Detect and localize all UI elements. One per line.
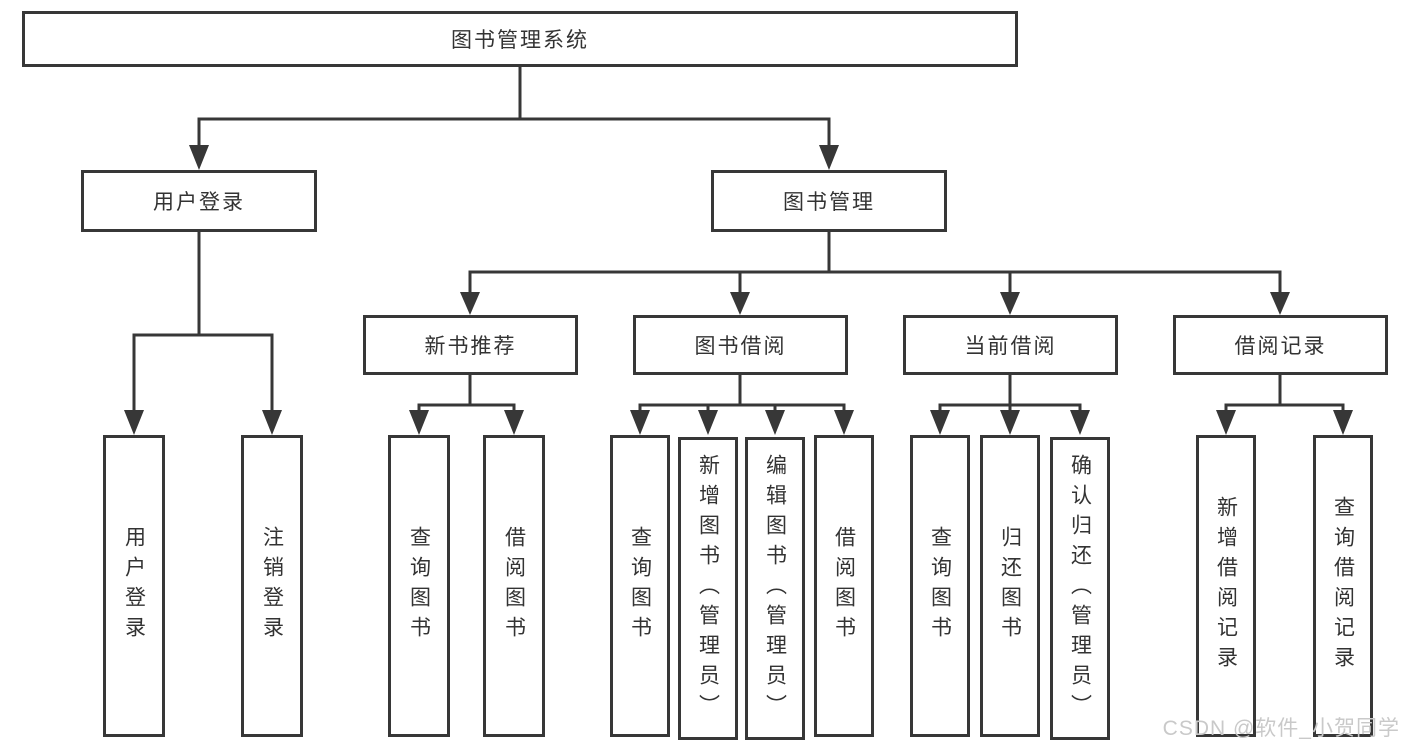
csdn-watermark: CSDN @软件_小贺同学 bbox=[1162, 717, 1400, 740]
arrow-down-icon bbox=[189, 145, 209, 170]
arrow-down-icon bbox=[1070, 410, 1090, 435]
arrow-down-icon bbox=[630, 410, 650, 435]
leaf-query-books-recommend: 查询图书 bbox=[388, 435, 450, 737]
node-current-borrow: 当前借阅 bbox=[903, 315, 1118, 375]
leaf-return-books: 归还图书 bbox=[980, 435, 1040, 737]
node-user-login: 用户登录 bbox=[81, 170, 317, 232]
leaf-add-books-admin: 新增图书（管理员） bbox=[678, 437, 738, 740]
leaf-logout: 注销登录 bbox=[241, 435, 303, 737]
arrow-down-icon bbox=[698, 410, 718, 435]
connector-root-split bbox=[189, 65, 839, 170]
arrow-down-icon bbox=[1270, 292, 1290, 315]
arrow-down-icon bbox=[765, 410, 785, 435]
leaf-add-borrow-record: 新增借阅记录 bbox=[1196, 435, 1256, 737]
leaf-query-books-current: 查询图书 bbox=[910, 435, 970, 737]
leaf-edit-books-admin: 编辑图书（管理员） bbox=[745, 437, 805, 740]
node-book-borrow: 图书借阅 bbox=[633, 315, 848, 375]
arrow-down-icon bbox=[409, 410, 429, 435]
node-book-management: 图书管理 bbox=[711, 170, 947, 232]
leaf-query-books-borrow: 查询图书 bbox=[610, 435, 670, 737]
connector-current-borrow-split bbox=[930, 373, 1090, 435]
arrow-down-icon bbox=[834, 410, 854, 435]
connector-borrow-records-split bbox=[1216, 373, 1353, 435]
arrow-down-icon bbox=[1216, 410, 1236, 435]
arrow-down-icon bbox=[124, 410, 144, 435]
connector-user-login-split bbox=[124, 230, 282, 435]
leaf-borrow-books-recommend: 借阅图书 bbox=[483, 435, 545, 737]
arrow-down-icon bbox=[1000, 410, 1020, 435]
arrow-down-icon bbox=[730, 292, 750, 315]
arrow-down-icon bbox=[930, 410, 950, 435]
node-library-system: 图书管理系统 bbox=[22, 11, 1018, 67]
arrow-down-icon bbox=[819, 145, 839, 170]
connector-new-book-split bbox=[409, 373, 524, 435]
arrow-down-icon bbox=[1333, 410, 1353, 435]
leaf-user-login: 用户登录 bbox=[103, 435, 165, 737]
node-new-book-recommend: 新书推荐 bbox=[363, 315, 578, 375]
node-borrow-records: 借阅记录 bbox=[1173, 315, 1388, 375]
arrow-down-icon bbox=[504, 410, 524, 435]
arrow-down-icon bbox=[262, 410, 282, 435]
connector-book-management-split bbox=[460, 230, 1290, 315]
leaf-borrow-books: 借阅图书 bbox=[814, 435, 874, 737]
arrow-down-icon bbox=[460, 292, 480, 315]
connector-book-borrow-split bbox=[630, 373, 854, 435]
arrow-down-icon bbox=[1000, 292, 1020, 315]
leaf-confirm-return-admin: 确认归还（管理员） bbox=[1050, 437, 1110, 740]
leaf-query-borrow-record: 查询借阅记录 bbox=[1313, 435, 1373, 737]
